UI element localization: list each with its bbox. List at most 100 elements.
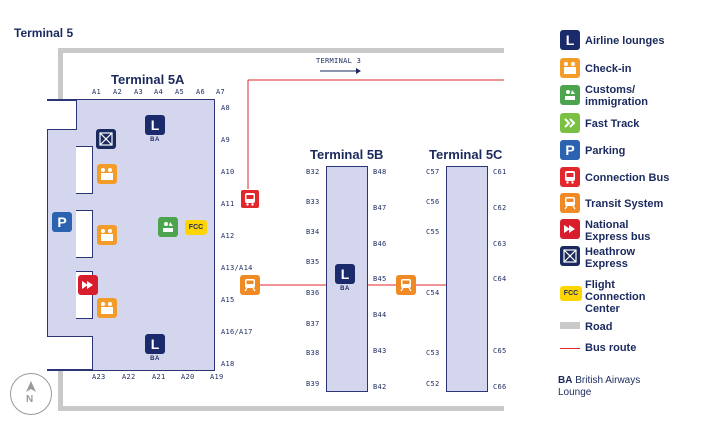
lounge-letter: L xyxy=(150,336,160,352)
legend-label: Customs/ immigration xyxy=(585,84,648,108)
checkin-icon[interactable] xyxy=(97,298,117,318)
gate-label: B38 xyxy=(306,349,320,357)
gate-label: A12 xyxy=(221,232,235,240)
gate-label: A10 xyxy=(221,168,235,176)
transit-icon[interactable] xyxy=(396,275,416,295)
parking-icon[interactable]: P xyxy=(52,212,72,232)
road-top xyxy=(58,48,504,53)
gate-label: A6 xyxy=(196,88,206,96)
terminal-5a-label: Terminal 5A xyxy=(111,72,185,87)
legend-parking-icon: P xyxy=(560,140,580,160)
compass-letter: N xyxy=(26,394,34,405)
legend-label: Flight Connection Center xyxy=(585,279,646,315)
ba-lounge-tag: BA xyxy=(340,286,350,292)
gate-label: B37 xyxy=(306,320,320,328)
legend-lounge-icon: L xyxy=(560,30,580,50)
fcc-text: FCC xyxy=(563,290,579,297)
gate-label: A19 xyxy=(210,373,224,381)
gate-label: B44 xyxy=(373,311,387,319)
legend-national-express-icon xyxy=(560,219,580,239)
north-arrow-icon xyxy=(26,381,36,392)
gate-label: A5 xyxy=(175,88,185,96)
gate-label: B35 xyxy=(306,258,320,266)
terminal-3-sign: TERMINAL 3 xyxy=(316,57,362,65)
fcc-icon[interactable]: FCC xyxy=(185,220,207,235)
gate-label: A8 xyxy=(221,104,231,112)
national-express-icon[interactable] xyxy=(78,275,98,295)
legend-transit-icon xyxy=(560,193,580,213)
gate-label: A3 xyxy=(134,88,144,96)
legend-label: Connection Bus xyxy=(585,172,670,184)
terminal-5a-notch xyxy=(76,146,93,194)
gate-label: B48 xyxy=(373,168,387,176)
lounge-letter: L xyxy=(150,117,160,133)
footnote-code: BA xyxy=(558,375,573,386)
legend-label: Check-in xyxy=(585,63,632,75)
legend-footnote: BA British Airways Lounge xyxy=(558,375,640,399)
gate-label: B33 xyxy=(306,198,320,206)
gate-label: C64 xyxy=(493,275,507,283)
legend-bus-route-line xyxy=(560,348,580,349)
transit-icon[interactable] xyxy=(240,275,260,295)
gate-label: C62 xyxy=(493,204,507,212)
gate-label: C52 xyxy=(426,380,440,388)
legend-label: Road xyxy=(585,321,613,333)
gate-label: B36 xyxy=(306,289,320,297)
gate-label: A16/A17 xyxy=(221,328,253,336)
lounge-icon[interactable]: L xyxy=(145,334,165,354)
lounge-icon[interactable]: L xyxy=(145,115,165,135)
ba-lounge-tag: BA xyxy=(150,356,160,362)
parking-letter: P xyxy=(565,142,575,158)
gate-label: A11 xyxy=(221,200,235,208)
legend-checkin-icon xyxy=(560,58,580,78)
legend-bus-icon xyxy=(560,167,580,187)
terminal-5a-notch xyxy=(76,210,93,258)
gate-label: A18 xyxy=(221,360,235,368)
legend-label: Transit System xyxy=(585,198,664,210)
compass xyxy=(10,373,52,415)
bus-icon[interactable] xyxy=(240,189,260,209)
gate-label: B39 xyxy=(306,380,320,388)
gate-label: A22 xyxy=(122,373,136,381)
customs-icon[interactable] xyxy=(158,217,178,237)
route-arrow-head xyxy=(356,68,361,74)
gate-label: A4 xyxy=(154,88,164,96)
terminal-5a-building xyxy=(47,99,215,371)
parking-letter: P xyxy=(57,214,67,230)
gate-label: C56 xyxy=(426,198,440,206)
ba-lounge-tag: BA xyxy=(150,137,160,143)
gate-label: B46 xyxy=(373,240,387,248)
terminal-5a-notch xyxy=(47,336,93,370)
legend-label: Bus route xyxy=(585,342,637,354)
legend-label: Airline lounges xyxy=(585,35,665,47)
terminal-5b-label: Terminal 5B xyxy=(310,147,384,162)
heathrow-express-icon[interactable] xyxy=(96,129,116,149)
footnote-line2: Lounge xyxy=(558,387,592,398)
gate-label: A13/A14 xyxy=(221,264,253,272)
checkin-icon[interactable] xyxy=(97,164,117,184)
checkin-icon[interactable] xyxy=(97,225,117,245)
gate-label: C53 xyxy=(426,349,440,357)
page-title: Terminal 5 xyxy=(14,26,74,40)
gate-label: B42 xyxy=(373,383,387,391)
gate-label: A1 xyxy=(92,88,102,96)
gate-label: B45 xyxy=(373,275,387,283)
gate-label: A15 xyxy=(221,296,235,304)
lounge-icon[interactable]: L xyxy=(335,264,355,284)
legend-label: National Express bus xyxy=(585,219,651,243)
legend-heathrow-express-icon xyxy=(560,246,580,266)
terminal-5c-building xyxy=(446,166,488,392)
legend-fcc-icon: FCC xyxy=(560,286,582,301)
legend-road-swatch xyxy=(560,322,580,329)
lounge-letter: L xyxy=(565,32,575,48)
terminal-5c-label: Terminal 5C xyxy=(429,147,503,162)
legend-fast-track-icon xyxy=(560,113,580,133)
gate-label: C55 xyxy=(426,228,440,236)
road-bottom xyxy=(58,406,504,411)
lounge-letter: L xyxy=(340,266,350,282)
gate-label: C63 xyxy=(493,240,507,248)
gate-label: C54 xyxy=(426,289,440,297)
gate-label: B47 xyxy=(373,204,387,212)
legend-label: Heathrow Express xyxy=(585,246,636,270)
gate-label: B32 xyxy=(306,168,320,176)
